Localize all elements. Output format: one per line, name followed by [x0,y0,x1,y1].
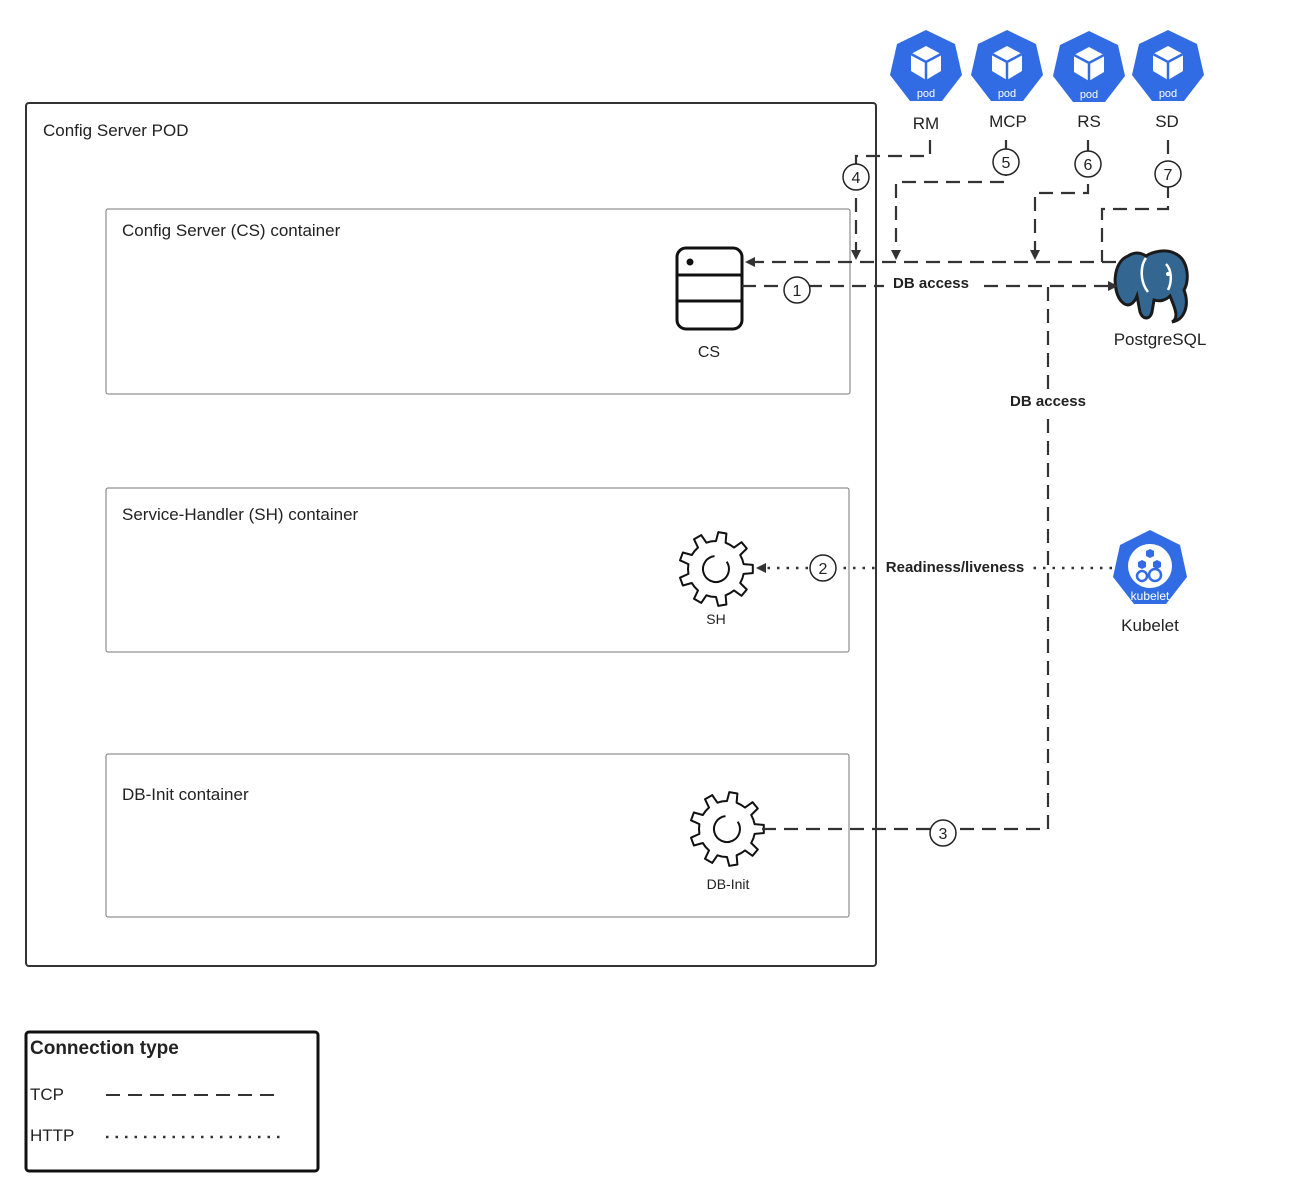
legend-title: Connection type [30,1038,179,1059]
step-2-badge: 2 [809,554,837,582]
server-icon [675,246,744,331]
svg-text:5: 5 [1002,155,1011,172]
db-access-label: DB access [893,275,969,292]
sh-icon-label: SH [706,611,725,627]
pod-name: RM [913,114,939,133]
gear-icon [679,531,754,607]
legend-http-label: HTTP [30,1126,74,1145]
pod-rs: pod RS [1053,31,1125,131]
step-5-badge: 5 [992,148,1020,176]
dbinit-container-title: DB-Init container [122,785,249,804]
svg-text:3: 3 [939,826,948,843]
sd-connection [1100,140,1170,262]
pod-badge: pod [1080,89,1098,101]
cs-icon-label: CS [698,344,720,361]
legend-tcp-label: TCP [30,1085,64,1104]
step-markers: 1 2 3 4 5 6 7 [783,148,1182,847]
postgresql: PostgreSQL [1113,249,1207,349]
kubelet-icon [1128,544,1172,588]
legend: Connection type TCP HTTP [24,1030,320,1173]
cs-container: Config Server (CS) container CS [105,208,851,395]
step-7-badge: 7 [1154,160,1182,188]
connection-lines [742,140,1170,831]
pod-name: RS [1077,112,1101,131]
pod-rm: pod RM [890,30,962,133]
readiness-liveness-label: Readiness/liveness [886,559,1024,576]
gear-icon [690,791,765,867]
step-1-badge: 1 [783,276,811,304]
pod-sd: pod SD [1132,30,1204,131]
svg-text:7: 7 [1164,167,1173,184]
mcp-connection [891,140,1008,260]
svg-text:4: 4 [852,170,861,187]
dbinit-icon-label: DB-Init [707,876,750,892]
pod-badge: pod [1159,88,1177,100]
pod-badge: pod [998,88,1016,100]
svg-text:6: 6 [1084,157,1093,174]
sh-container: Service-Handler (SH) container SH [105,487,850,653]
svg-text:1: 1 [793,283,802,300]
kubelet: kubelet Kubelet [1113,530,1187,635]
step-6-badge: 6 [1074,150,1102,178]
cs-container-title: Config Server (CS) container [122,221,341,240]
postgresql-elephant-icon [1113,249,1189,324]
step-3-badge: 3 [929,819,957,847]
pod-title: Config Server POD [43,121,189,140]
rm-connection [851,140,932,260]
db-access-label: DB access [1010,393,1086,410]
pod-mcp: pod MCP [971,30,1043,131]
kubelet-badge: kubelet [1131,589,1170,603]
kubelet-label: Kubelet [1121,616,1179,635]
sh-container-title: Service-Handler (SH) container [122,505,359,524]
svg-text:2: 2 [819,561,828,578]
config-server-pod: Config Server POD [25,102,877,967]
pod-badge: pod [917,88,935,100]
postgresql-label: PostgreSQL [1114,330,1207,349]
step-4-badge: 4 [842,163,870,191]
dbinit-container: DB-Init container DB-Init [105,753,850,918]
pod-name: SD [1155,112,1179,131]
pod-name: MCP [989,112,1027,131]
dbinit-postgres-connection [762,286,1050,831]
